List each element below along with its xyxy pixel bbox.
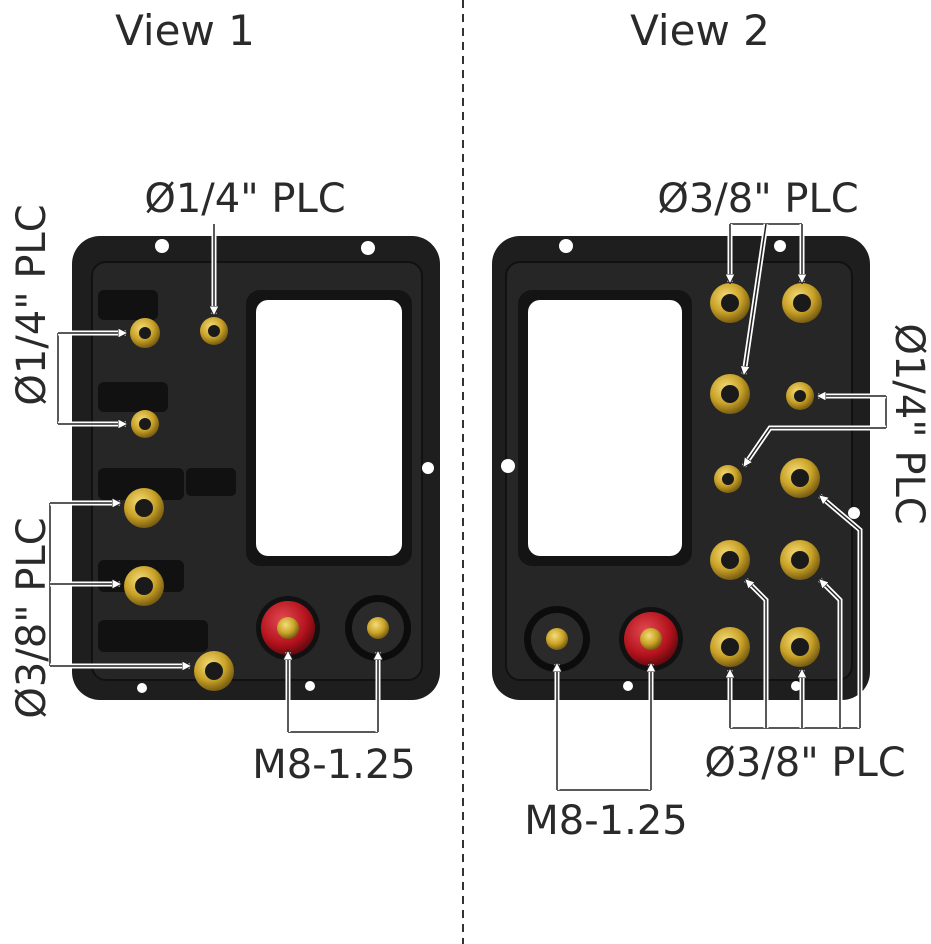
fitting-three-eighths-icon	[710, 627, 750, 667]
fitting-quarter-icon	[200, 317, 228, 345]
stud-black-icon	[524, 606, 590, 672]
view-1-left-large-label: Ø3/8" PLC	[9, 517, 55, 718]
fitting-three-eighths-icon	[124, 566, 164, 606]
view-2-title: View 2	[630, 6, 770, 55]
view-1-title: View 1	[115, 6, 255, 55]
fitting-three-eighths-icon	[782, 283, 822, 323]
view-2-callouts	[557, 223, 887, 791]
fitting-quarter-icon	[786, 382, 814, 410]
fitting-three-eighths-icon	[194, 651, 234, 691]
view-2-right-small-label: Ø1/4" PLC	[886, 323, 931, 524]
fitting-three-eighths-icon	[780, 458, 820, 498]
view-2-bottom-fittings-label: Ø3/8" PLC	[704, 740, 905, 786]
fitting-quarter-icon	[130, 318, 160, 348]
fitting-three-eighths-icon	[780, 627, 820, 667]
view-1-studs	[256, 595, 411, 661]
fitting-three-eighths-icon	[710, 283, 750, 323]
view-2-fittings	[710, 283, 822, 667]
stud-red-icon	[619, 607, 683, 671]
fitting-three-eighths-icon	[710, 374, 750, 414]
view-1-left-small-label: Ø1/4" PLC	[9, 204, 55, 405]
view-1-studs-label: M8-1.25	[252, 742, 415, 788]
view-1-plate	[72, 236, 440, 700]
stud-black-icon	[345, 595, 411, 661]
view-2-top-fittings-label: Ø3/8" PLC	[657, 176, 858, 222]
view-2-studs-label: M8-1.25	[524, 798, 687, 844]
stud-red-icon	[256, 596, 320, 660]
view-1-callouts	[49, 224, 378, 733]
fitting-three-eighths-icon	[124, 488, 164, 528]
view-1-top-fitting-label: Ø1/4" PLC	[144, 176, 345, 222]
fitting-three-eighths-icon	[780, 540, 820, 580]
view-2-studs	[524, 606, 683, 672]
fitting-quarter-icon	[131, 410, 159, 438]
view-2-plate	[492, 236, 870, 700]
fitting-three-eighths-icon	[710, 540, 750, 580]
view-1-fittings	[124, 317, 234, 691]
fitting-quarter-icon	[714, 465, 742, 493]
